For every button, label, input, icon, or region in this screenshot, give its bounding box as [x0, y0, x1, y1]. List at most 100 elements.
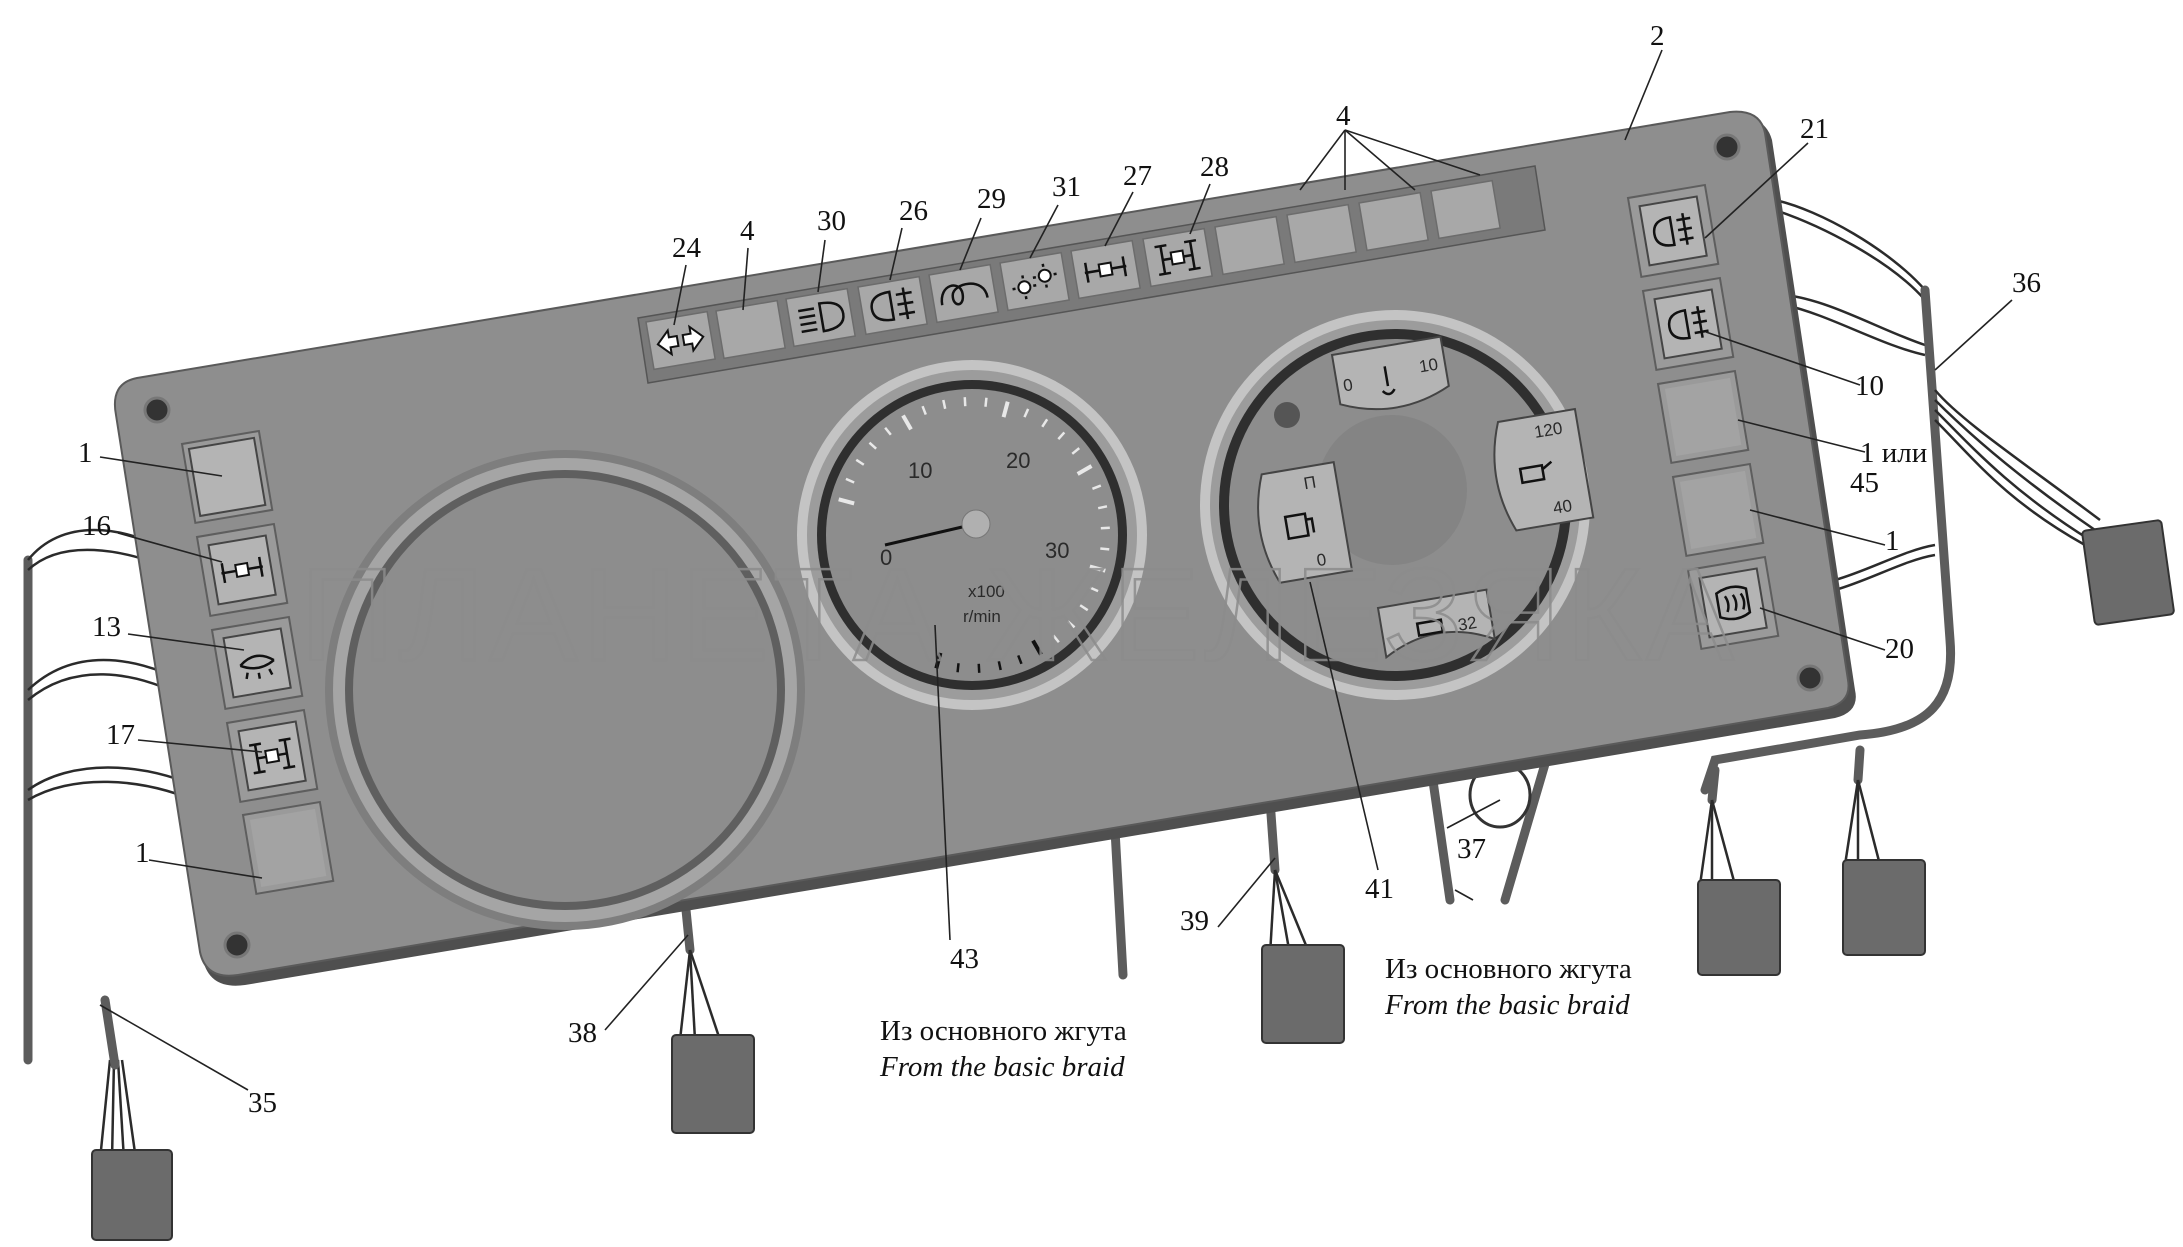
tacho-tick — [1079, 604, 1089, 612]
tacho-tick — [921, 405, 927, 416]
fuel-subgauge: П 0 — [1257, 461, 1354, 584]
warning-led — [1274, 402, 1300, 428]
tacho-tick — [1089, 586, 1099, 593]
tacho-tick — [1001, 401, 1010, 418]
tacho-tick — [997, 660, 1002, 671]
tacho-tick — [1100, 547, 1110, 551]
caption-right-en: From the basic braid — [1384, 989, 1630, 1021]
switch-1-right — [1671, 462, 1765, 558]
callout-35: 35 — [248, 1087, 277, 1119]
fuel-lo: 0 — [1315, 550, 1328, 570]
mirror-heater-icon — [239, 654, 275, 680]
warning-lamp-strip — [637, 165, 1546, 384]
pressure-subgauge: 120 40 — [1493, 407, 1595, 532]
caption-left-ru: Из основного жгута — [880, 1015, 1127, 1047]
fuel-pump-icon — [1283, 512, 1316, 541]
connector-36 — [2081, 519, 2175, 626]
callout-4-group: 4 — [1336, 100, 1351, 132]
callout-1-or: 1 или — [1860, 437, 1927, 469]
lamp-30-headlamp — [785, 287, 857, 348]
callout-20: 20 — [1885, 633, 1914, 665]
tacho-tick — [1097, 505, 1108, 510]
callout-31: 31 — [1052, 171, 1081, 203]
callout-13: 13 — [92, 611, 121, 643]
temp-min: 0 — [1342, 375, 1355, 395]
fog-lamp-icon — [870, 287, 916, 322]
callout-2: 2 — [1650, 20, 1665, 52]
oil-can-icon — [1518, 460, 1553, 485]
tacho-tick — [868, 441, 877, 450]
lamp-4-blank — [715, 299, 787, 360]
callout-28: 28 — [1200, 151, 1229, 183]
caption-right-ru: Из основного жгута — [1385, 953, 1632, 985]
lamp-24-turn — [645, 310, 717, 371]
battery-icon — [1415, 618, 1445, 637]
connector-35 — [91, 1149, 173, 1241]
switch-1-top-left — [180, 429, 274, 525]
caption-right: Из основного жгута From the basic braid — [1384, 953, 1632, 1021]
tacho-unit: r/min — [963, 607, 1001, 626]
tacho-tick — [956, 663, 960, 673]
lamp-31-sun — [999, 251, 1071, 312]
temperature-subgauge: 0 10 — [1330, 335, 1450, 411]
tacho-tick — [1071, 447, 1081, 455]
tacho-tick — [1052, 634, 1060, 644]
tacho-tick — [1017, 654, 1023, 665]
lamp-4-spare-4 — [1430, 179, 1502, 240]
connector-39 — [1261, 944, 1345, 1044]
callout-16: 16 — [82, 510, 111, 542]
left-harness — [23, 528, 206, 1241]
tacho-mark-10: 10 — [908, 458, 932, 483]
connector-38 — [671, 1034, 755, 1134]
axle-lock-icon — [220, 556, 264, 584]
tacho-tick — [1041, 418, 1049, 428]
speedometer-blank — [325, 450, 805, 930]
tachometer: 0 10 20 30 x100 r/min — [797, 360, 1147, 710]
switch-16 — [195, 522, 289, 618]
tacho-tick — [1091, 484, 1102, 490]
mirror-heater-icon — [1714, 585, 1752, 621]
callout-30: 30 — [817, 205, 846, 237]
callout-45: 45 — [1850, 467, 1879, 499]
switch-20 — [1686, 555, 1780, 651]
tachometer-scale — [838, 397, 1110, 673]
callout-1-top-left: 1 — [78, 437, 93, 469]
connector-right-2 — [1842, 859, 1926, 956]
differential-lock-icon — [248, 737, 296, 775]
lamp-4-spare-1 — [1214, 215, 1286, 276]
tacho-tick — [845, 477, 855, 484]
callout-37: 37 — [1457, 833, 1486, 865]
callout-29: 29 — [977, 183, 1006, 215]
tacho-mark-20: 20 — [1006, 448, 1030, 473]
tacho-tick — [884, 426, 892, 436]
callout-1-bottom-left: 1 — [135, 837, 150, 869]
mounting-screws — [143, 133, 1824, 959]
tacho-tick — [1023, 408, 1030, 418]
tacho-tick — [1031, 639, 1043, 656]
pressure-hi: 120 — [1533, 418, 1564, 441]
tacho-tick — [1089, 564, 1106, 573]
tacho-tick — [838, 497, 855, 506]
callout-39: 39 — [1180, 905, 1209, 937]
tacho-tick — [855, 458, 865, 466]
callout-24: 24 — [672, 232, 702, 264]
right-switch-column — [1626, 183, 1780, 651]
connector-right-1 — [1697, 879, 1781, 976]
voltmeter-subgauge: 32 — [1376, 588, 1497, 660]
switch-10 — [1641, 276, 1735, 372]
callout-17: 17 — [106, 719, 135, 751]
axle-lock-icon — [1083, 256, 1128, 283]
lamp-4-spare-3 — [1358, 191, 1430, 252]
callout-43: 43 — [950, 943, 979, 975]
bottom-harness — [671, 725, 1560, 1134]
differential-lock-icon — [1154, 238, 1201, 277]
callout-labels: 1 16 13 17 1 35 38 43 39 41 37 24 4 30 2… — [78, 20, 2041, 1119]
callout-26: 26 — [899, 195, 928, 227]
callout-38: 38 — [568, 1017, 597, 1049]
brightness-icon — [1012, 263, 1057, 300]
callout-1-right: 1 — [1885, 525, 1900, 557]
thermometer-icon — [1381, 366, 1396, 396]
tacho-tick — [1067, 620, 1076, 629]
switch-1-bottom-left — [241, 800, 335, 896]
tacho-mark-0: 0 — [880, 545, 892, 570]
